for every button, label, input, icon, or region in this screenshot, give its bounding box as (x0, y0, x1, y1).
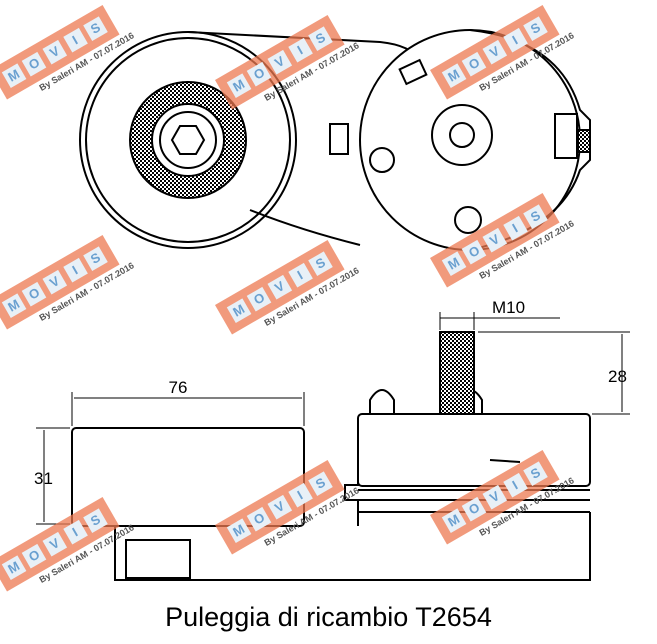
hex-bolt (170, 125, 206, 155)
dim-thread: M10 (492, 298, 525, 317)
caption: Puleggia di ricambio T2654 (165, 602, 492, 632)
threaded-stud (439, 331, 475, 415)
pulley-outer (79, 31, 297, 249)
pivot-hub (431, 104, 493, 166)
dim-width: 76 (169, 378, 188, 397)
dim-thread-length: 28 (608, 367, 627, 386)
dimension-lines (36, 312, 630, 525)
dim-height: 31 (34, 469, 53, 488)
arm-bottom-edge (249, 209, 361, 246)
